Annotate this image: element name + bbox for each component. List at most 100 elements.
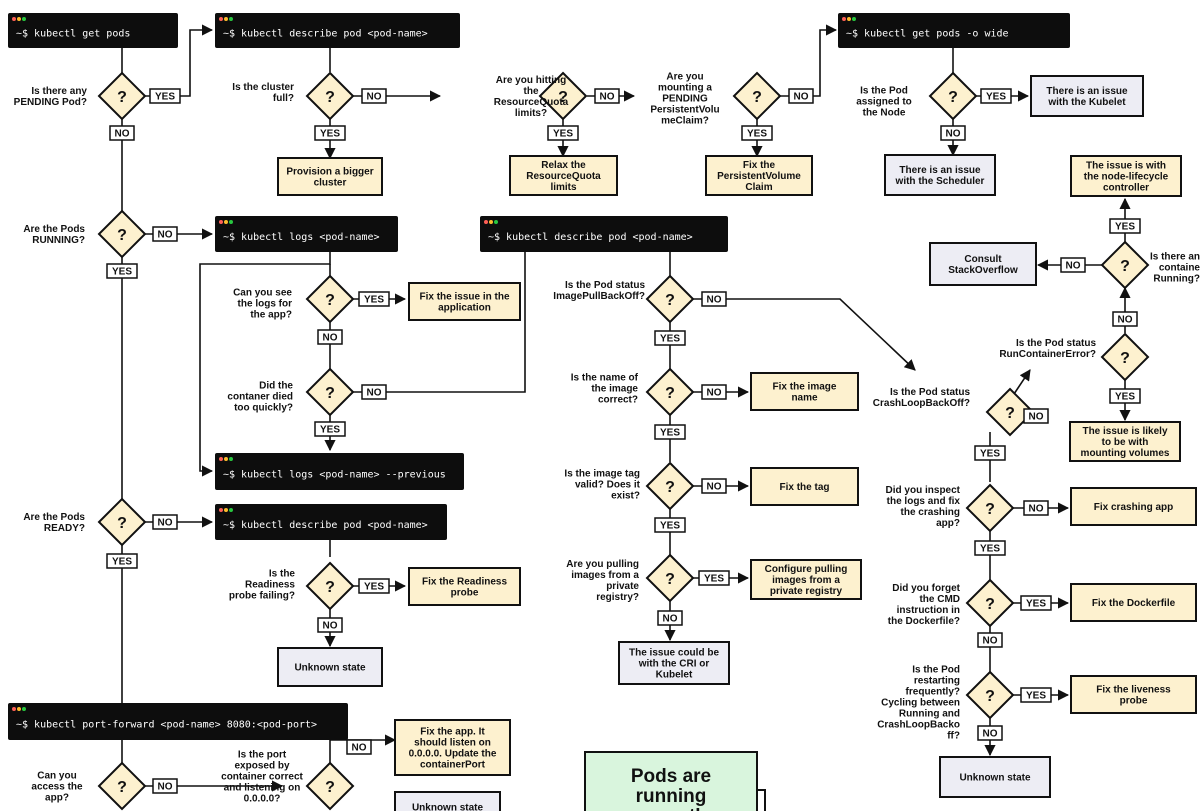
label-line: ff? [947,731,960,742]
outcome-box [939,756,1051,798]
decision-running: ? [97,209,147,259]
badge-text: YES [553,129,573,140]
label-line: Is the image tag [564,469,640,480]
badge-text: NO [115,129,130,140]
window-dot-icon [22,707,26,711]
label-line: Fix the Readiness [422,577,507,588]
window-dot-icon [17,17,21,21]
window-dot-icon [219,508,223,512]
decision-assigned: ? [928,71,978,121]
decision-diamond [305,561,355,611]
decision-diamond [645,553,695,603]
outcome-box [929,242,1037,286]
no-label: NO [940,125,966,141]
decision-cmd: ? [965,578,1015,628]
badge-box [361,88,387,104]
badge-text: YES [747,129,767,140]
badge-box [317,617,343,633]
terminal-get-pods-wide: ~$ kubectl get pods -o wide [838,13,1070,48]
badge-text: YES [660,428,680,439]
label-line: the app? [250,310,292,321]
label-line: Fix the Dockerfile [1092,598,1176,609]
badge-box [106,553,138,569]
outcome-box [408,282,521,321]
badge-text: NO [1066,261,1081,272]
yes-label: YES [974,540,1006,556]
no-label: NO [317,329,343,345]
badge-box [974,540,1006,556]
label-line: with the CRI or [638,659,710,670]
decision-diamond [965,483,1015,533]
label-line: ImagePullBackOff? [553,291,645,302]
decision-diamond [1100,332,1150,382]
window-dot-icon [847,17,851,21]
badge-text: NO [983,636,998,647]
label-line: assigned to [856,97,912,108]
terminal-port-forward: ~$ kubectl port-forward <pod-name> 8080:… [8,703,348,740]
question-mark-icon: ? [1005,405,1015,422]
question-mark-icon: ? [985,501,995,518]
decision-restarting: ? [965,670,1015,720]
badge-box [977,725,1003,741]
label-line: Are you hitting [496,75,567,86]
badge-text: YES [112,267,132,278]
window-dot-icon [229,17,233,21]
no-label: NO [361,384,387,400]
badge-text: YES [704,574,724,585]
label-line: Unknown state [412,803,484,811]
badge-text: NO [707,295,722,306]
outcome-box [884,154,996,196]
label-line: ResourceQuota [526,171,601,182]
question-mark-icon: ? [558,89,568,106]
badge-box [358,291,390,307]
no-label: NO [701,291,727,307]
window-dot-icon [842,17,846,21]
label-line: Did you forget [892,583,960,594]
label-line: Are the Pods [23,224,85,235]
no-label: NO [701,478,727,494]
yes-label: YES [106,263,138,279]
label-line: the Node [863,108,906,119]
badge-text: NO [158,230,173,241]
decision-image-tag: ? [645,461,695,511]
label-line: Is the Pod [912,665,960,676]
badge-box [1109,388,1141,404]
decision-diamond [928,71,978,121]
outcome-box [750,372,859,411]
decision-diamond [645,274,695,324]
no-label: NO [109,125,135,141]
label-line: Unknown state [294,663,366,674]
label-line: Readiness [245,580,295,591]
badge-box [361,384,387,400]
window-dot-icon [12,707,16,711]
yes-label: YES [1109,218,1141,234]
terminal-command: ~$ kubectl get pods -o wide [846,29,1009,40]
badge-box [317,329,343,345]
yes-label: YES [358,291,390,307]
connector [693,298,916,371]
question-mark-icon: ? [1120,350,1130,367]
outcome-unknown-3: Unknown state [394,791,501,811]
outcome-box [750,467,859,506]
window-dot-icon [229,220,233,224]
badge-box [977,632,1003,648]
label-line: PersistentVolu [650,105,719,116]
label-line: Can you see [233,288,292,299]
label-line: RUNNING? [32,235,85,246]
badge-text: YES [980,449,1000,460]
label-line: 0.0.0.0. Update the [409,749,497,760]
label-line: Claim [745,182,772,193]
yes-label: YES [698,570,730,586]
terminal-command: ~$ kubectl logs <pod-name> [223,232,380,243]
yes-label: YES [358,578,390,594]
decision-access-app: ? [97,761,147,811]
